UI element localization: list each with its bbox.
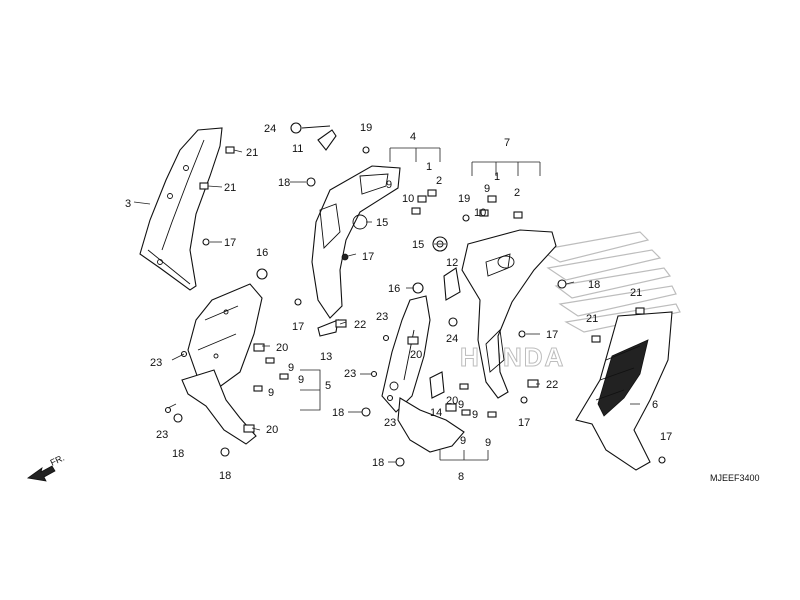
callout-17: 17 xyxy=(546,329,558,341)
direction-label: FR. xyxy=(49,453,66,468)
callout-21: 21 xyxy=(586,313,598,325)
callout-21: 21 xyxy=(224,182,236,194)
part-5-lower-inner xyxy=(181,283,263,445)
callout-15: 15 xyxy=(412,239,424,251)
callout-18: 18 xyxy=(278,177,290,189)
callout-20: 20 xyxy=(410,349,422,361)
callout-19: 19 xyxy=(360,122,372,134)
callout-7: 7 xyxy=(504,137,510,149)
callout-10: 10 xyxy=(402,193,414,205)
callout-9: 9 xyxy=(288,362,294,374)
callout-2: 2 xyxy=(514,187,520,199)
callout-3: 3 xyxy=(125,198,131,210)
part-4-inner-panel xyxy=(311,165,401,319)
callout-17: 17 xyxy=(292,321,304,333)
callout-18: 18 xyxy=(588,279,600,291)
callout-5: 5 xyxy=(325,380,331,392)
callout-16: 16 xyxy=(256,247,268,259)
watermark-text: HONDA xyxy=(460,342,565,372)
callout-18: 18 xyxy=(332,407,344,419)
callout-22: 22 xyxy=(546,379,558,391)
diagram-code: MJEEF3400 xyxy=(710,473,760,483)
callout-18: 18 xyxy=(219,470,231,482)
callout-9: 9 xyxy=(386,179,392,191)
callout-15: 15 xyxy=(376,217,388,229)
leader-lines xyxy=(133,149,640,463)
callout-9: 9 xyxy=(484,183,490,195)
callout-23: 23 xyxy=(376,311,388,323)
callout-20: 20 xyxy=(266,424,278,436)
callout-18: 18 xyxy=(372,457,384,469)
part-6-side-cowl xyxy=(575,311,673,471)
callout-9: 9 xyxy=(485,437,491,449)
callout-13: 13 xyxy=(320,351,332,363)
callout-1: 1 xyxy=(426,161,432,173)
callout-23: 23 xyxy=(384,417,396,429)
callout-23: 23 xyxy=(344,368,356,380)
callout-20: 20 xyxy=(276,342,288,354)
callout-2: 2 xyxy=(436,175,442,187)
front-direction-arrow: FR. xyxy=(26,453,66,482)
callout-21: 21 xyxy=(246,147,258,159)
callout-6: 6 xyxy=(652,399,658,411)
part-3-front-cowl xyxy=(139,127,223,291)
callout-11: 11 xyxy=(292,143,303,155)
callout-20: 20 xyxy=(446,395,458,407)
group-brackets xyxy=(300,147,541,461)
callout-17: 17 xyxy=(660,431,672,443)
callout-18: 18 xyxy=(172,448,184,460)
part-7-inner-cover xyxy=(461,229,557,399)
callout-4: 4 xyxy=(410,131,416,143)
callout-23: 23 xyxy=(156,429,168,441)
callout-24: 24 xyxy=(446,333,458,345)
callout-9: 9 xyxy=(268,387,274,399)
callout-10: 10 xyxy=(474,207,486,219)
callout-21: 21 xyxy=(630,287,642,299)
callout-9: 9 xyxy=(460,435,466,447)
callout-22: 22 xyxy=(354,319,366,331)
callout-8: 8 xyxy=(458,471,464,483)
callout-14: 14 xyxy=(430,407,442,419)
callout-12: 12 xyxy=(446,257,458,269)
callout-16: 16 xyxy=(388,283,400,295)
callout-23: 23 xyxy=(150,357,162,369)
honda-wing-watermark: HONDA xyxy=(460,231,681,373)
callout-19: 19 xyxy=(458,193,470,205)
callout-24: 24 xyxy=(264,123,276,135)
callout-17: 17 xyxy=(362,251,374,263)
callout-17: 17 xyxy=(518,417,530,429)
callout-1: 1 xyxy=(494,171,500,183)
callout-9: 9 xyxy=(472,409,478,421)
callout-9: 9 xyxy=(298,374,304,386)
callout-9: 9 xyxy=(458,399,464,411)
part-8-lower-inner xyxy=(381,295,465,453)
fasteners xyxy=(164,122,666,467)
callout-17: 17 xyxy=(224,237,236,249)
callout-labels: 3 21 21 17 16 24 11 18 19 4 9 1 2 10 15 … xyxy=(125,122,672,483)
